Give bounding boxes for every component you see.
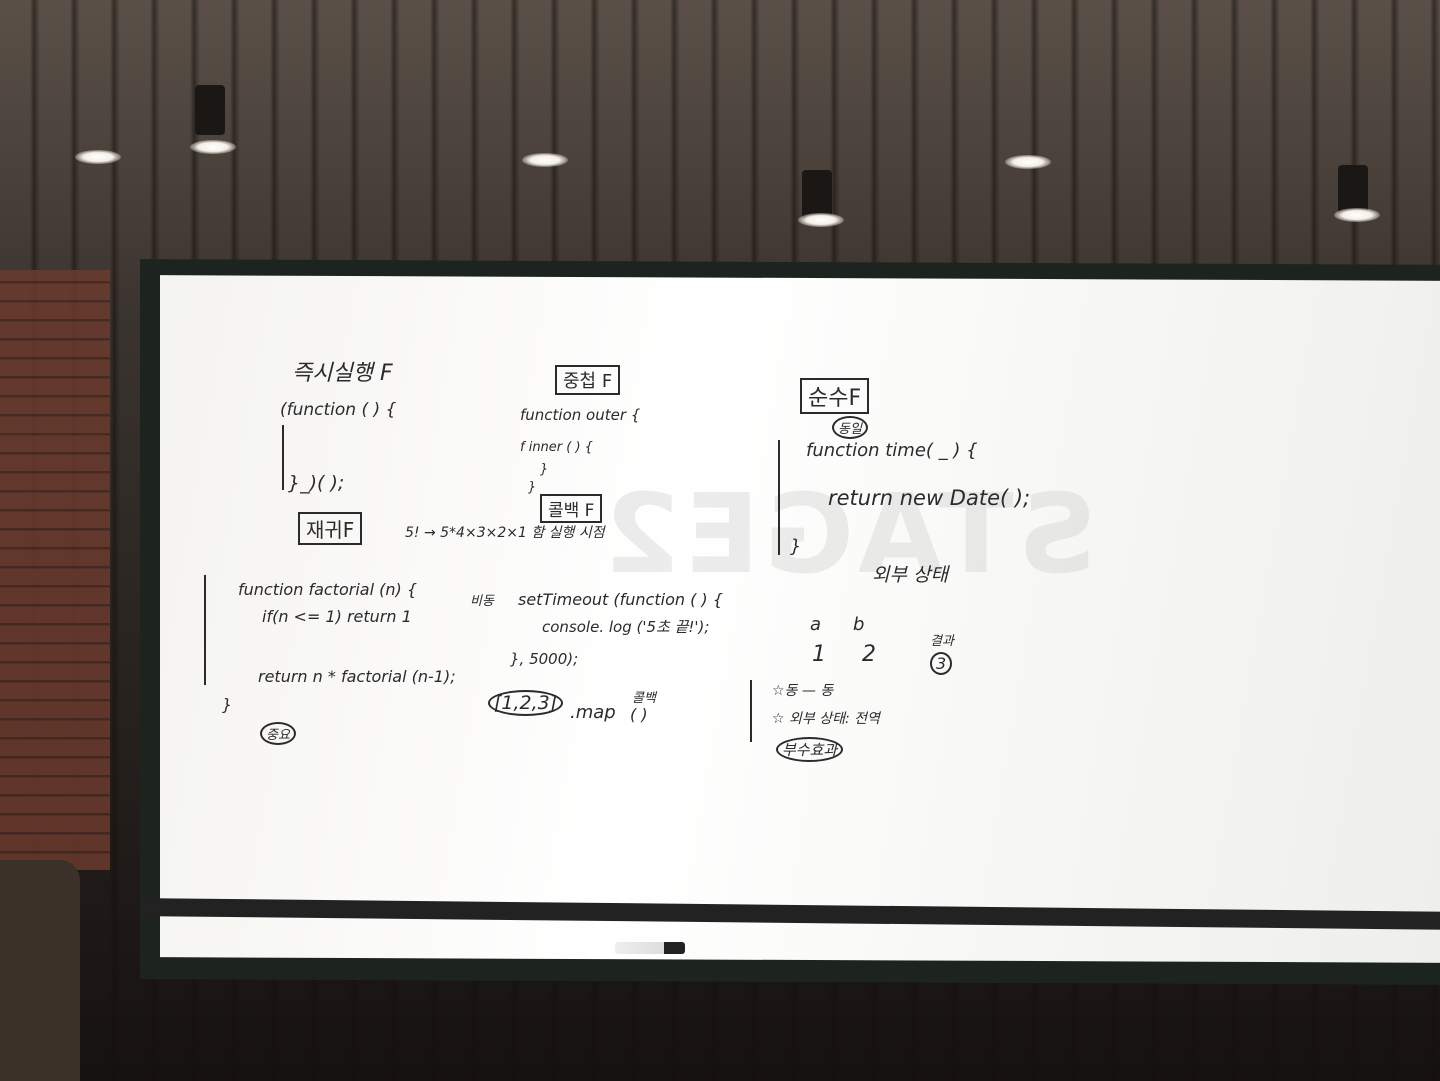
timeout-line3: }, 5000); <box>510 650 579 668</box>
pendant-lamp <box>195 85 225 135</box>
recursion-note: 5! → 5*4×3×2×1 함 실행 시점 <box>405 525 605 541</box>
note-3: 부수효과 <box>776 737 844 762</box>
table-header-b: b <box>853 614 865 635</box>
note-1: ☆동 — 동 <box>772 683 834 699</box>
chair <box>0 860 80 1081</box>
iife-line2: }_)( ); <box>288 472 345 494</box>
nested-line1: function outer { <box>520 406 641 424</box>
pure-line2: return new Date( ); <box>828 486 1031 510</box>
ceiling-light <box>798 213 844 227</box>
factorial-line1: function factorial (n) { <box>238 580 417 599</box>
iife-title: 즉시실행 F <box>292 361 393 386</box>
pure-line1: function time( _ ) { <box>806 440 978 461</box>
marker <box>615 942 685 954</box>
pure-tag: 동일 <box>832 416 868 439</box>
pure-bracket <box>778 440 780 555</box>
map-callback: 콜백 <box>632 691 656 706</box>
pure-title: 순수F <box>800 378 870 414</box>
ceiling-light <box>522 153 568 167</box>
ceiling-light <box>1005 155 1051 169</box>
timeout-prefix: 비동 <box>470 594 494 609</box>
ceiling-light <box>190 140 236 154</box>
factorial-line4: } <box>222 695 233 714</box>
table-header-a: a <box>810 614 822 635</box>
timeout-line1: setTimeout (function ( ) { <box>518 590 723 609</box>
factorial-bracket <box>204 575 206 685</box>
map-method: .map <box>570 702 616 723</box>
pure-external: 외부 상태 <box>872 564 948 586</box>
callback-title: 콜백 F <box>540 494 603 523</box>
result-value: 3 <box>930 652 953 675</box>
pendant-lamp <box>802 170 832 220</box>
ceiling-light <box>1334 208 1380 222</box>
factorial-badge: 중요 <box>260 722 296 745</box>
result-label: 결과 <box>930 634 954 649</box>
table-value-a: 1 <box>812 642 826 667</box>
pendant-lamp <box>1338 165 1368 215</box>
pure-line3: } <box>790 536 802 557</box>
ceiling-light <box>75 150 121 164</box>
iife-bracket <box>282 425 284 490</box>
map-paren: ( ) <box>630 705 648 724</box>
notes-bracket <box>750 680 752 742</box>
recursion-title: 재귀F <box>298 512 363 545</box>
factorial-line2: if(n <= 1) return 1 <box>262 607 412 626</box>
nested-title: 중첩 F <box>555 365 621 395</box>
nested-line4: } <box>528 480 537 495</box>
brick-wall <box>0 270 110 870</box>
iife-line1: (function ( ) { <box>280 400 397 420</box>
map-array: [1,2,3] <box>488 690 564 716</box>
timeout-line2: console. log ('5초 끝!'); <box>542 618 710 636</box>
table-value-b: 2 <box>862 642 876 667</box>
nested-line3: } <box>540 462 549 477</box>
nested-line2: f inner ( ) { <box>520 440 593 455</box>
factorial-line3: return n * factorial (n-1); <box>258 667 456 686</box>
note-2: ☆ 외부 상태: 전역 <box>772 711 880 727</box>
